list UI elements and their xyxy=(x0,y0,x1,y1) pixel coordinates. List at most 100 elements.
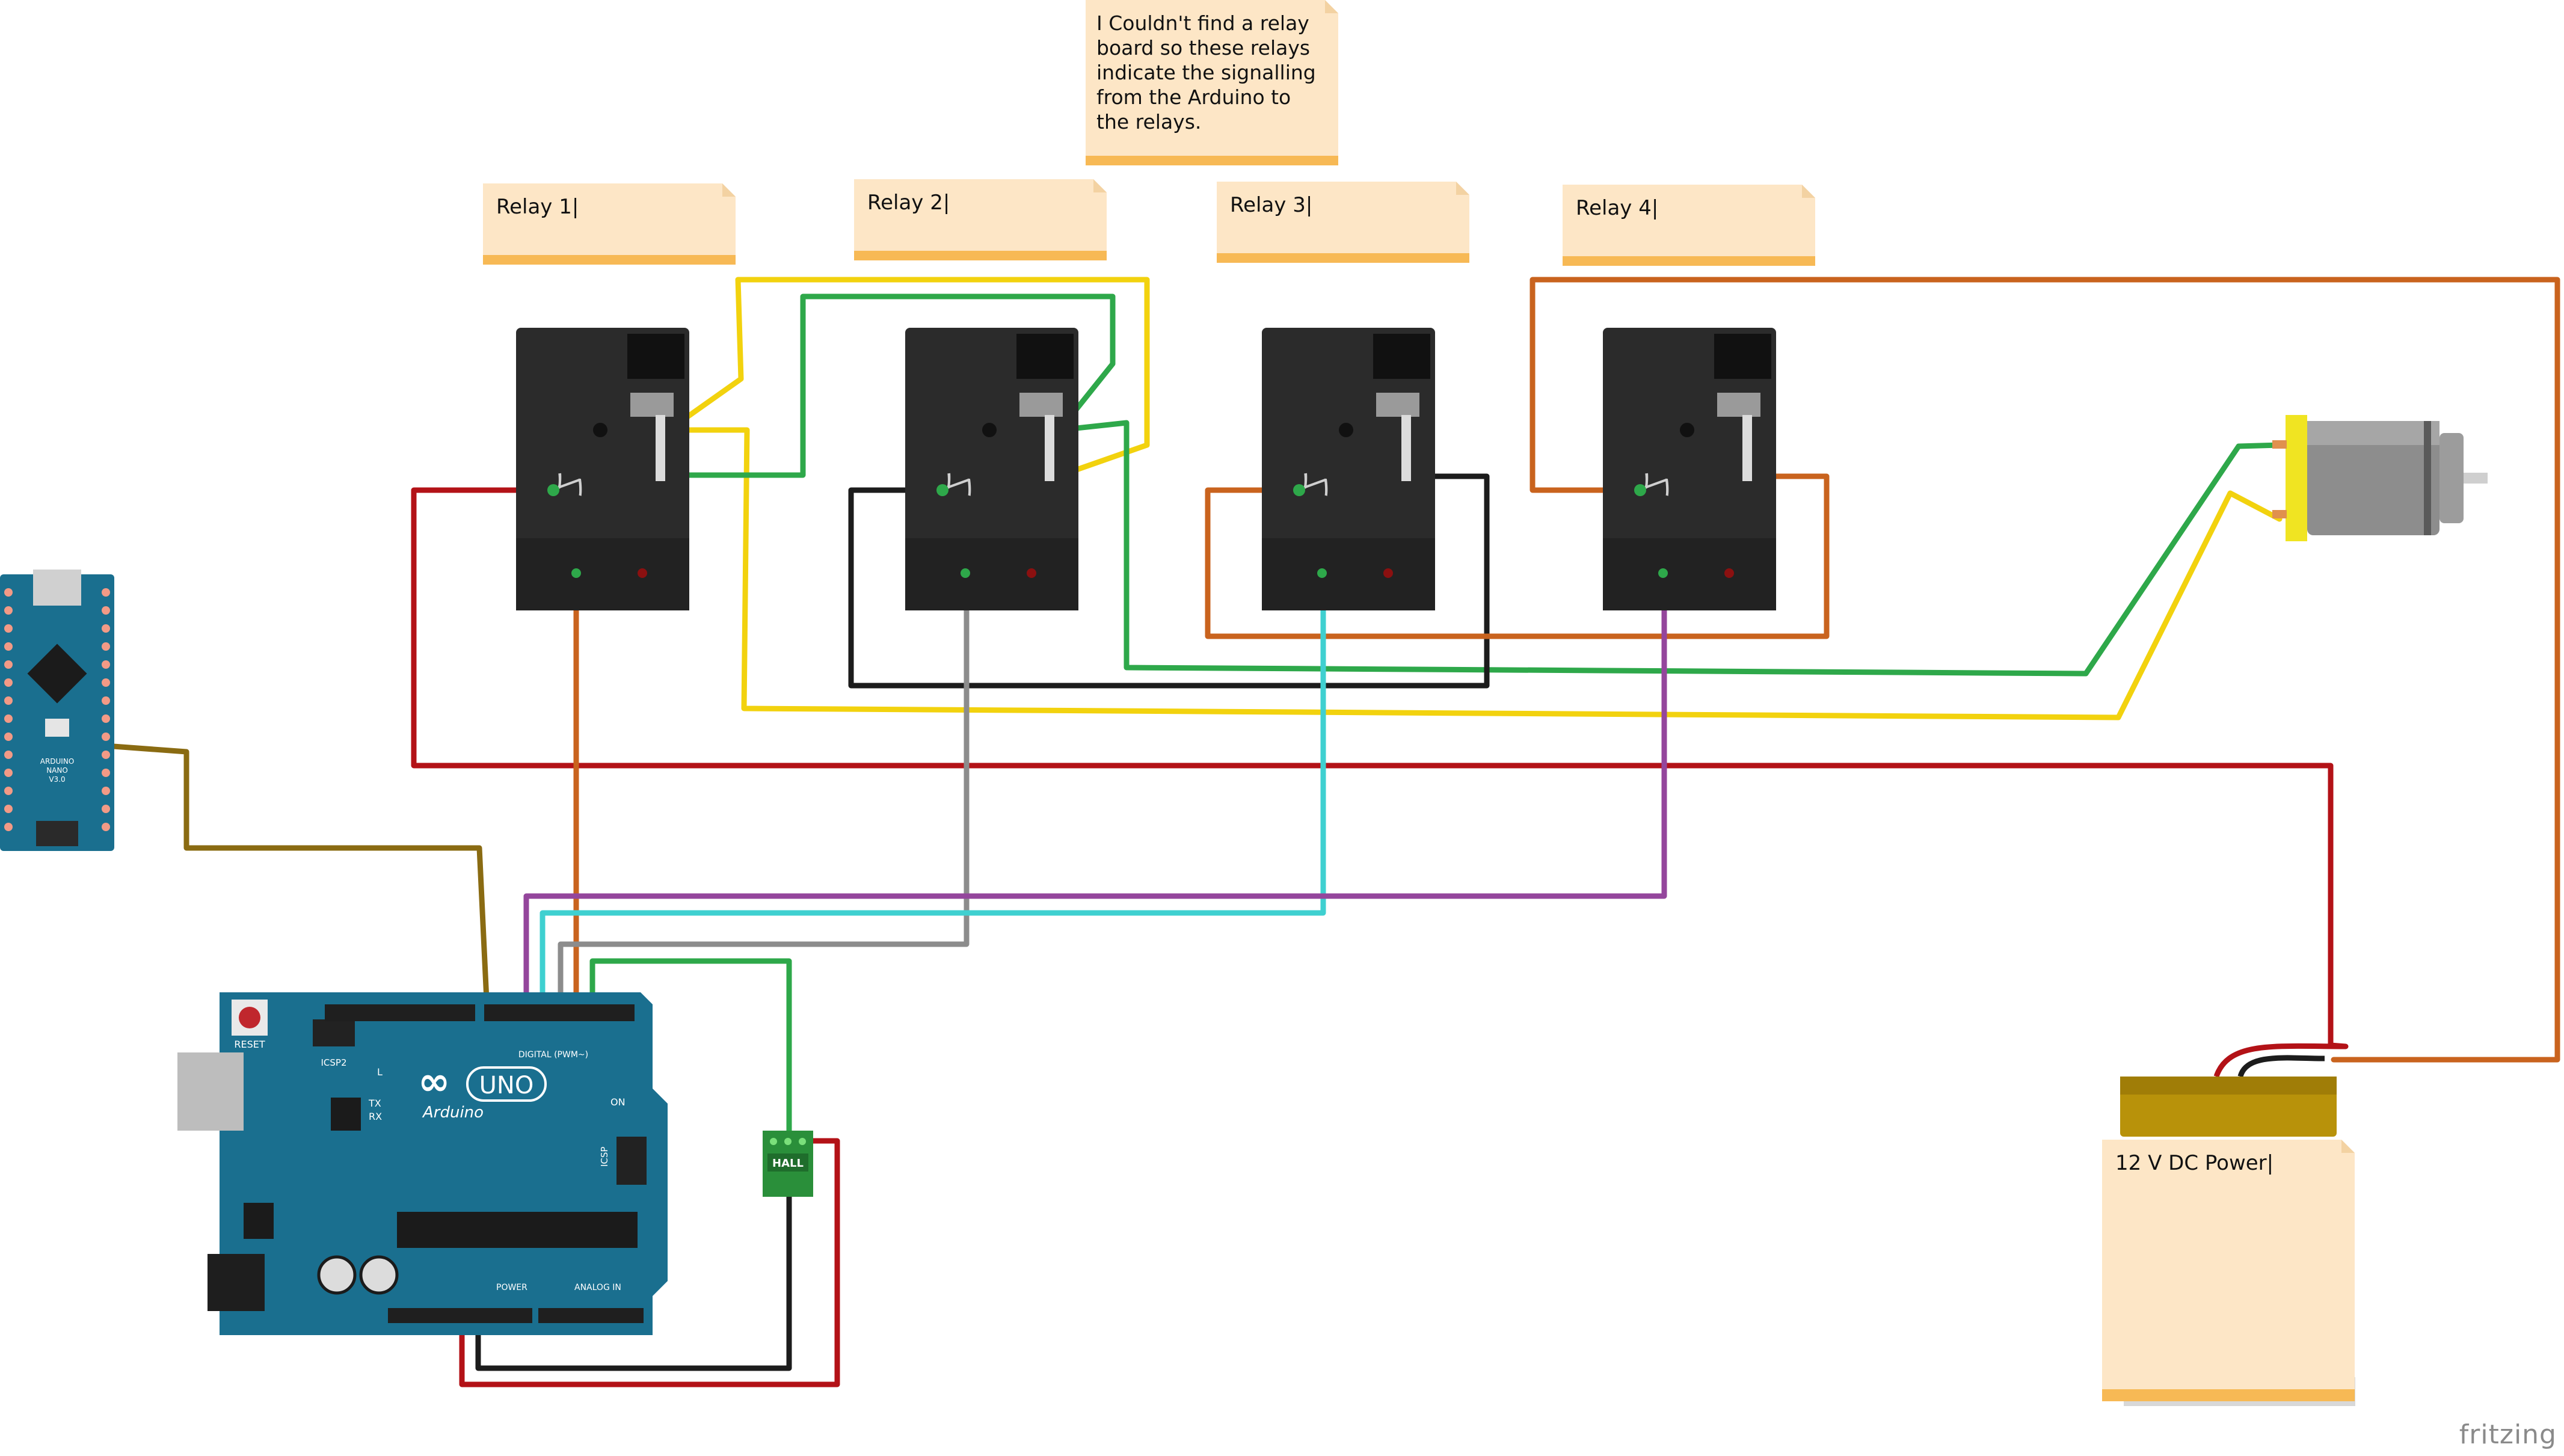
relay-switch xyxy=(1019,393,1063,417)
nano-label-1: ARDUINO xyxy=(40,757,75,766)
hall-label: HALL xyxy=(772,1157,804,1170)
nano-pins-right xyxy=(102,588,110,831)
uno-power-jack xyxy=(208,1254,265,1311)
relay-led xyxy=(1027,568,1036,578)
dc-motor[interactable] xyxy=(2272,415,2488,541)
uno-digital-label: DIGITAL (PWM~) xyxy=(518,1050,588,1060)
uno-rx-label: RX xyxy=(369,1111,382,1122)
relay-bottom xyxy=(516,538,689,610)
note-relay-1-text: Relay 1 xyxy=(496,195,579,219)
motor-terminal-top xyxy=(2272,440,2287,449)
relay-switch xyxy=(1717,393,1760,417)
relay-1[interactable]: ㄣ xyxy=(516,328,689,610)
relay-pin-coil xyxy=(1293,484,1305,496)
note-fold xyxy=(1217,253,1469,263)
wires xyxy=(102,277,2560,1387)
battery-wire-black xyxy=(2237,1055,2325,1078)
uno-icsp-label: ICSP xyxy=(599,1147,610,1167)
note-power[interactable]: 12 V DC Power xyxy=(2102,1140,2355,1401)
motor-front xyxy=(2439,433,2464,523)
wire-black-relay2-relay3[interactable] xyxy=(848,473,1490,689)
motor-shaft xyxy=(2464,473,2488,484)
relay-terminal-slot xyxy=(627,334,684,379)
wire-red-hall-power[interactable] xyxy=(459,1138,840,1387)
wire-green-uno-to-hall[interactable] xyxy=(589,958,792,1144)
uno-reset-icon xyxy=(239,1007,260,1028)
relay-terminal-slot xyxy=(1016,334,1074,379)
note-fold xyxy=(2102,1389,2355,1401)
uno-analog-label: ANALOG IN xyxy=(574,1283,621,1292)
note-fold xyxy=(1086,156,1338,165)
relay-terminal-slot xyxy=(1373,334,1430,379)
uno-logo-mark: ∞ xyxy=(418,1060,450,1104)
uno-logo-badge xyxy=(466,1066,547,1102)
uno-icsp-header xyxy=(616,1137,647,1185)
uno-digital-header-2 xyxy=(484,1004,635,1021)
relay-pin-out xyxy=(571,568,581,578)
uno-brand-text: Arduino xyxy=(422,1104,484,1122)
relay-2[interactable]: ㄣ xyxy=(905,328,1078,610)
note-power-text: 12 V DC Power xyxy=(2115,1151,2273,1175)
relay-contact xyxy=(1742,415,1752,481)
wire-orange-relay4-to-power[interactable] xyxy=(1529,277,2560,1063)
note-info-text: I Couldn't find a relay board so these r… xyxy=(1096,11,1316,134)
wire-black-hall-ground[interactable] xyxy=(475,1191,792,1371)
motor-body xyxy=(2307,421,2439,535)
wire-yellow-motor-feed[interactable] xyxy=(666,427,2283,720)
note-relay-2[interactable]: Relay 2 xyxy=(854,179,1107,260)
relay-4[interactable]: ㄣ xyxy=(1603,328,1776,610)
uno-main-chip xyxy=(397,1212,638,1248)
hall-pin-1 xyxy=(770,1138,777,1145)
note-relay-3[interactable]: Relay 3 xyxy=(1217,182,1469,263)
relay-3[interactable]: ㄣ xyxy=(1262,328,1435,610)
uno-capacitor-2 xyxy=(359,1255,399,1295)
wire-yellow-relays-to-motor[interactable] xyxy=(666,277,1150,481)
uno-reset-label: RESET xyxy=(234,1039,265,1050)
relay-led xyxy=(1724,568,1734,578)
hall-pin-2 xyxy=(784,1138,792,1145)
wire-green-relay1-relay2[interactable] xyxy=(666,293,1116,478)
uno-on-label: ON xyxy=(610,1096,626,1108)
wire-cyan-uno-to-relay3[interactable] xyxy=(540,568,1326,1015)
relay-bottom xyxy=(905,538,1078,610)
note-relay-4[interactable]: Relay 4 xyxy=(1563,185,1815,266)
relay-terminal-slot xyxy=(1714,334,1771,379)
wire-green-relay2-to-motor[interactable] xyxy=(1057,420,2283,677)
relay-contact xyxy=(1045,415,1054,481)
uno-digital-header-1 xyxy=(325,1004,475,1021)
relay-pin-out xyxy=(961,568,970,578)
uno-l-label: L xyxy=(377,1066,383,1078)
wire-gray-uno-to-relay2[interactable] xyxy=(558,568,970,1015)
uno-icsp2-label: ICSP2 xyxy=(321,1057,346,1068)
uno-icsp2-header xyxy=(313,1019,355,1046)
uno-regulator xyxy=(244,1203,274,1239)
relay-contact xyxy=(656,415,665,481)
uno-analog-header xyxy=(538,1308,644,1323)
relay-bottom xyxy=(1603,538,1776,610)
relay-switch xyxy=(630,393,674,417)
arduino-uno[interactable]: RESET ICSP2 DIGITAL (PWM~) ∞ UNO Arduino… xyxy=(177,992,668,1335)
note-info[interactable]: I Couldn't find a relay board so these r… xyxy=(1086,0,1338,165)
battery-wire-red xyxy=(2213,1043,2346,1078)
relay-pin-coil xyxy=(547,484,559,496)
relay-switch xyxy=(1376,393,1419,417)
relay-screw xyxy=(1339,423,1353,437)
hall-sensor[interactable]: HALL xyxy=(763,1131,813,1197)
relay-pin-coil xyxy=(1634,484,1646,496)
arduino-nano[interactable]: ARDUINO NANO V3.0 xyxy=(0,570,114,851)
uno-usb-port xyxy=(177,1052,244,1131)
wire-olive-nano-to-uno[interactable] xyxy=(102,743,490,1015)
motor-band xyxy=(2424,421,2431,535)
uno-capacitor-1 xyxy=(317,1255,357,1295)
note-relay-1[interactable]: Relay 1 xyxy=(483,183,736,265)
note-relay-4-text: Relay 4 xyxy=(1576,196,1658,220)
motor-end-cap xyxy=(2286,415,2307,541)
note-relay-3-text: Relay 3 xyxy=(1230,193,1312,217)
uno-power-header xyxy=(388,1308,532,1323)
wire-orange-relay3-relay4[interactable] xyxy=(1205,473,1830,639)
relay-pin-out xyxy=(1658,568,1668,578)
wire-purple-uno-to-relay4[interactable] xyxy=(523,568,1667,1015)
uno-logo-text: UNO xyxy=(479,1072,534,1099)
relay-pin-coil xyxy=(936,484,948,496)
